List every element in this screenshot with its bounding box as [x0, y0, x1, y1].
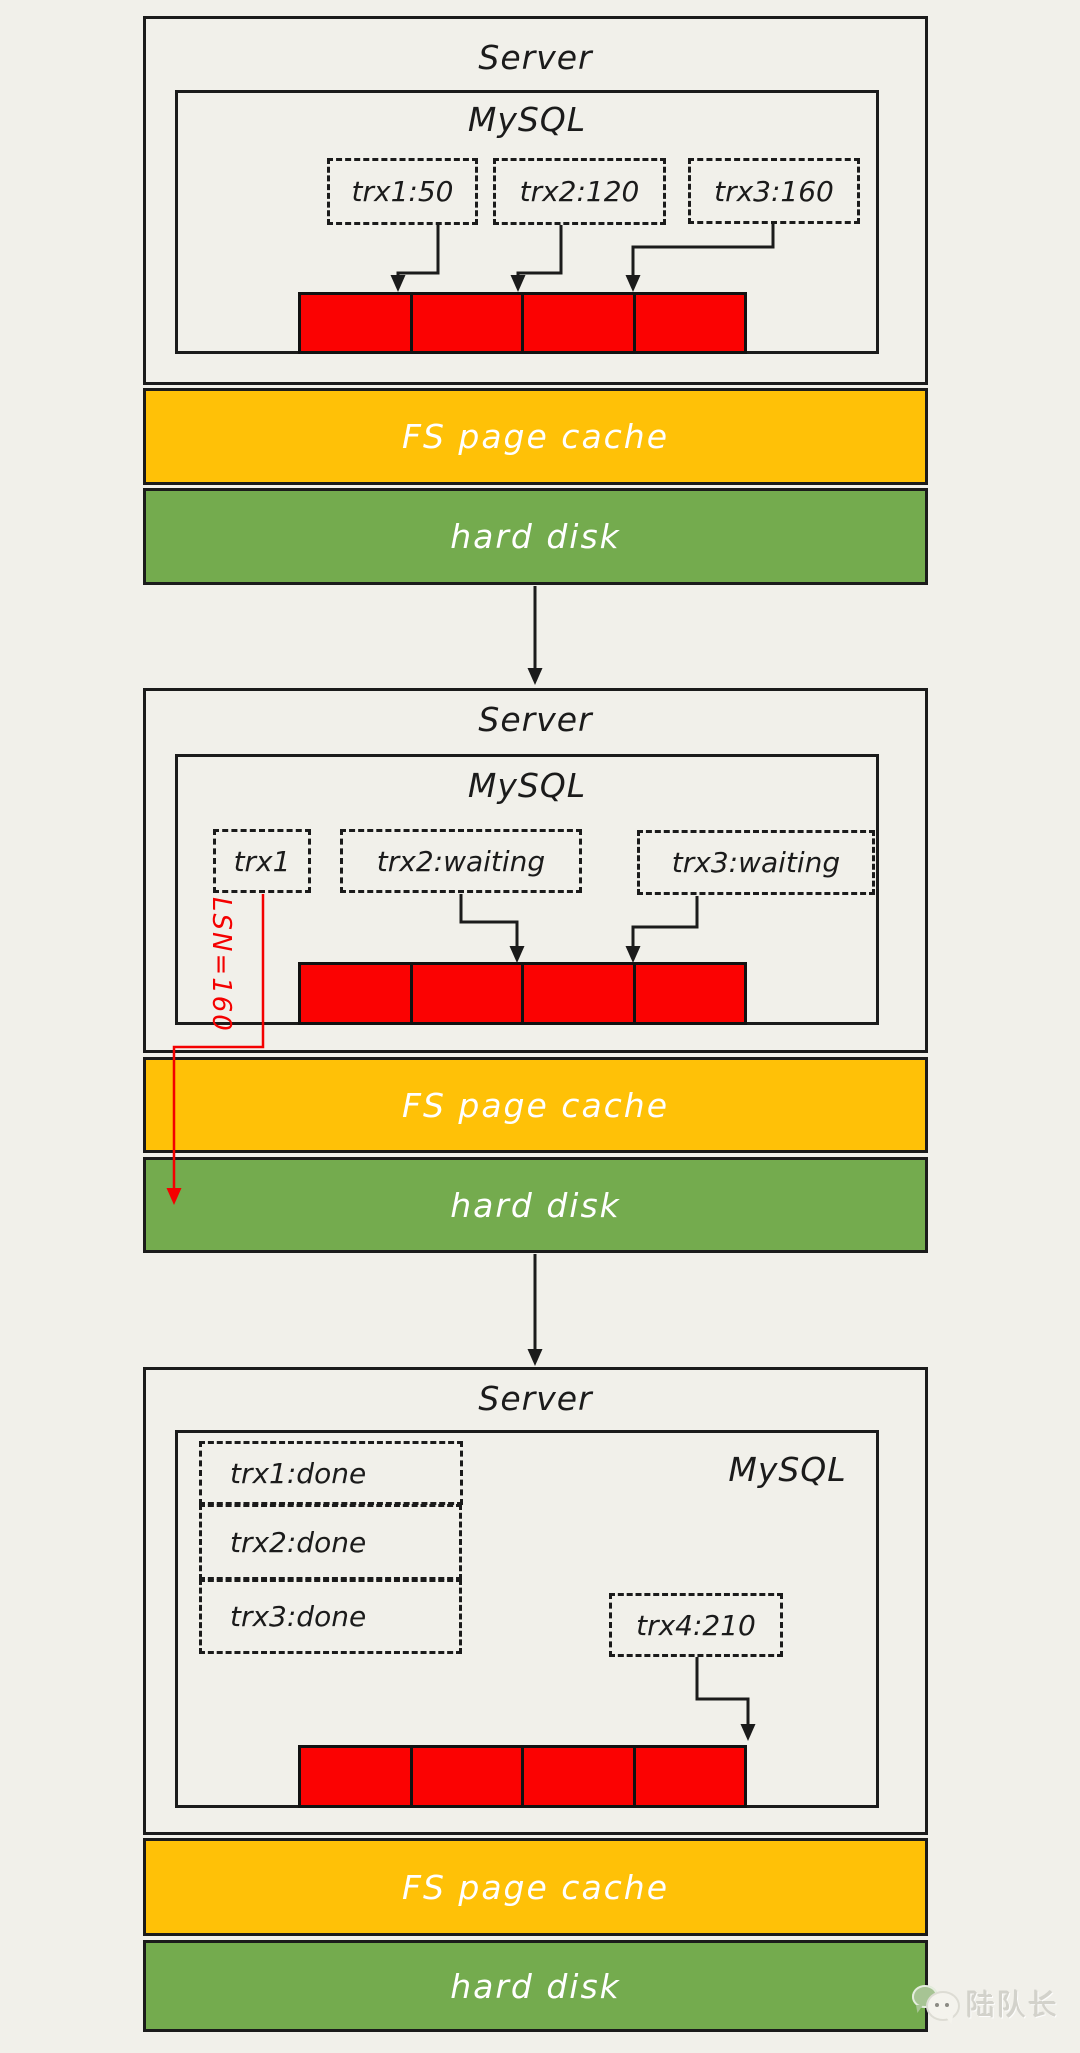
log-buffer-cell — [409, 295, 522, 351]
mysql-title-1: MySQL — [467, 100, 587, 139]
lsn-annotation: LSN=160 — [206, 897, 236, 1033]
server-title-1: Server — [478, 38, 593, 77]
log-buffer-cell — [632, 295, 745, 351]
trx-box: trx1 — [213, 829, 311, 893]
mysql-title-3: MySQL — [728, 1450, 847, 1489]
log-buffer-cell — [301, 1748, 410, 1805]
fs-page-cache-label: FS page cache — [401, 1867, 670, 1907]
log-buffer — [298, 1745, 747, 1808]
trx-box: trx3:waiting — [637, 830, 875, 895]
log-buffer-cell — [632, 965, 745, 1022]
trx-box: trx2:waiting — [340, 829, 582, 893]
log-buffer-cell — [521, 965, 633, 1022]
fs-page-cache-label: FS page cache — [401, 1085, 670, 1125]
hard-disk-label: hard disk — [450, 1185, 621, 1225]
hard-disk-bar: hard disk — [143, 1940, 928, 2032]
trx-box: trx3:160 — [688, 158, 860, 224]
log-buffer-cell — [632, 1748, 745, 1805]
log-buffer-cell — [409, 1748, 522, 1805]
watermark: 陆队长 — [912, 1982, 1059, 2024]
server-title-3: Server — [478, 1379, 593, 1418]
server-box-2 — [143, 688, 928, 1053]
watermark-text: 陆队长 — [966, 1988, 1060, 2022]
fs-page-cache-bar: FS page cache — [143, 1838, 928, 1936]
log-buffer-cell — [521, 295, 633, 351]
hard-disk-label: hard disk — [450, 1966, 621, 2006]
server-box-1 — [143, 16, 928, 385]
trx-box: trx4:210 — [609, 1593, 783, 1657]
hard-disk-bar: hard disk — [143, 488, 928, 585]
trx-box: trx1:50 — [327, 158, 478, 225]
fs-page-cache-label: FS page cache — [401, 417, 670, 456]
log-buffer-cell — [409, 965, 522, 1022]
log-buffer-cell — [301, 295, 410, 351]
log-buffer-cell — [301, 965, 410, 1022]
log-buffer — [298, 962, 747, 1025]
log-buffer — [298, 292, 747, 354]
trx-done-box: trx3:done — [199, 1579, 462, 1654]
mysql-title-2: MySQL — [467, 766, 587, 805]
server-title-2: Server — [478, 700, 593, 739]
trx-done-box: trx1:done — [199, 1441, 463, 1505]
hard-disk-bar: hard disk — [143, 1157, 928, 1253]
fs-page-cache-bar: FS page cache — [143, 388, 928, 485]
log-buffer-cell — [521, 1748, 633, 1805]
trx-done-box: trx2:done — [199, 1504, 462, 1580]
fs-page-cache-bar: FS page cache — [143, 1057, 928, 1153]
server-box-3 — [143, 1367, 928, 1835]
hard-disk-label: hard disk — [450, 517, 621, 556]
wechat-icon — [912, 1983, 958, 2023]
trx-box: trx2:120 — [493, 158, 666, 225]
